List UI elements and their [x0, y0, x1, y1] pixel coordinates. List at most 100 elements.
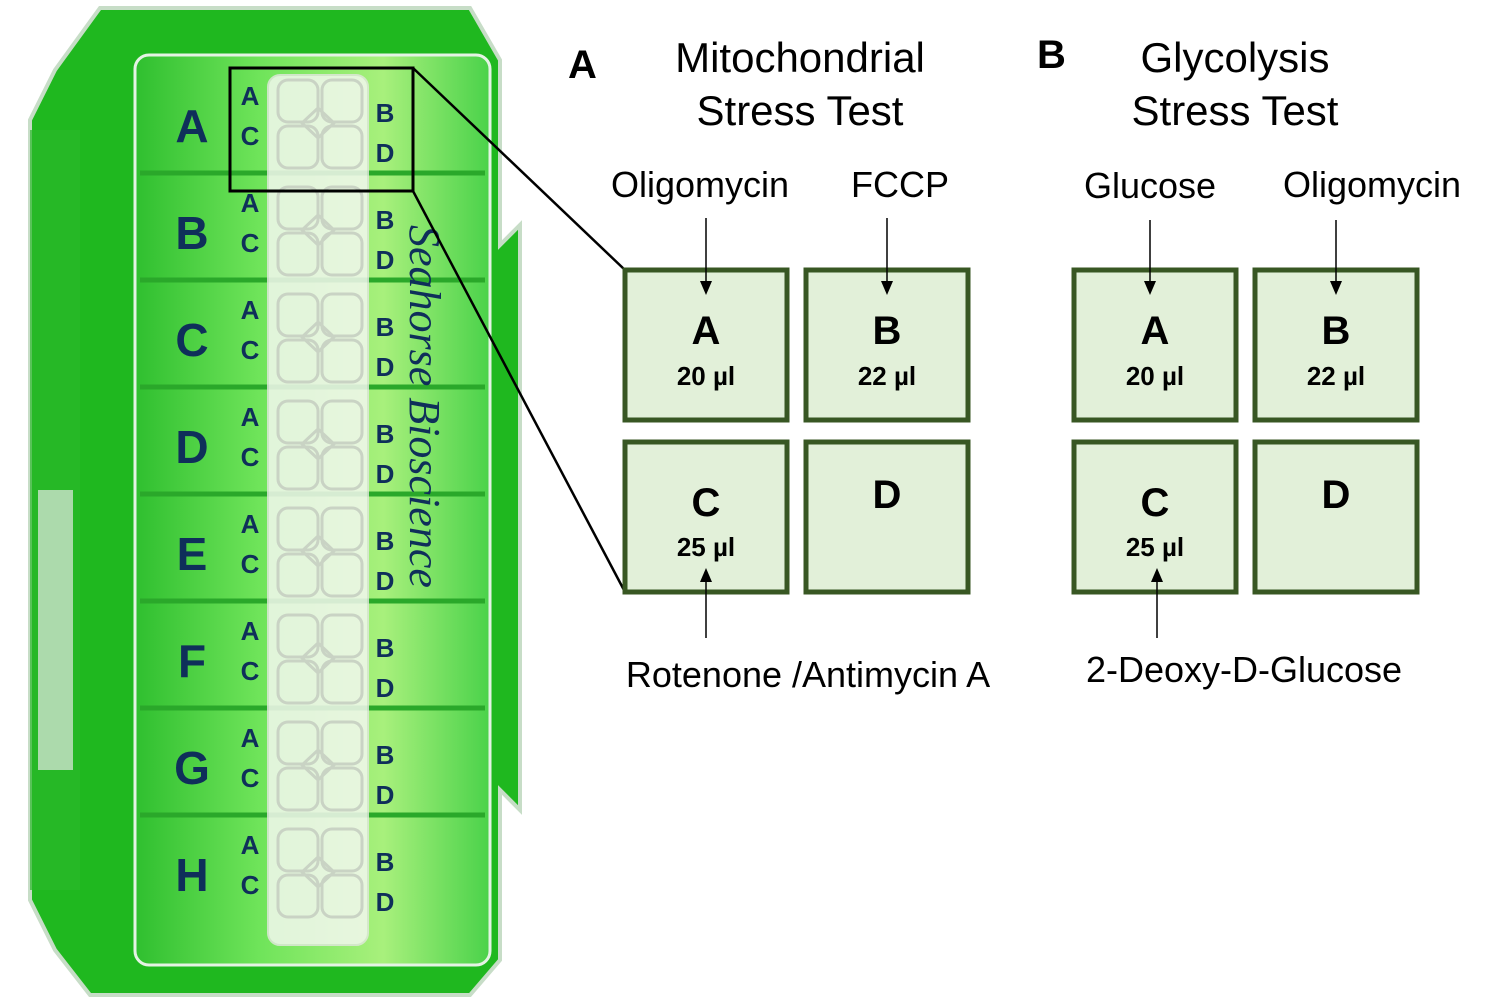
well: [276, 506, 320, 552]
well: [320, 78, 364, 124]
well: [320, 292, 364, 338]
panel-a: A Mitochondrial Stress Test Oligomycin F…: [568, 34, 990, 695]
panel-b-port-c-volume: 25 µl: [1126, 532, 1184, 562]
well: [276, 185, 320, 231]
well: [320, 399, 364, 445]
port-label: D: [376, 887, 395, 917]
well-diamond: [299, 533, 337, 569]
panel-b-compound-c: 2-Deoxy-D-Glucose: [1086, 649, 1402, 690]
port-label: A: [241, 402, 260, 432]
port-label: A: [241, 81, 260, 111]
port-label: B: [376, 740, 395, 770]
panel-b-compound-a: Glucose: [1084, 165, 1216, 206]
row-letter: C: [175, 314, 208, 366]
well: [320, 506, 364, 552]
port-label: D: [376, 566, 395, 596]
panel-b-arrow-a-head: [1144, 281, 1156, 295]
port-label: B: [376, 633, 395, 663]
row-letter: H: [175, 849, 208, 901]
port-label: C: [241, 442, 260, 472]
panel-a-compound-c: Rotenone /Antimycin A: [626, 654, 990, 695]
port-label: C: [241, 870, 260, 900]
panel-a-title-line2: Stress Test: [697, 87, 904, 134]
row-letter: A: [175, 100, 208, 152]
panel-a-arrow-b-head: [881, 281, 893, 295]
zoom-connector-bottom: [411, 190, 627, 593]
well: [320, 231, 364, 277]
port-label: D: [376, 780, 395, 810]
well: [276, 338, 320, 384]
panel-a-port-d-letter: D: [873, 473, 902, 517]
well-diamond: [299, 854, 337, 890]
panel-a-port-a-letter: A: [692, 309, 721, 353]
well: [276, 873, 320, 919]
panel-b: B Glycolysis Stress Test Glucose Oligomy…: [1037, 33, 1461, 690]
panel-b-port-d-letter: D: [1322, 473, 1351, 517]
well: [320, 185, 364, 231]
panel-b-arrow-b-head: [1330, 281, 1342, 295]
port-label: B: [376, 98, 395, 128]
port-label: A: [241, 509, 260, 539]
panel-a-arrow-c-head: [700, 568, 712, 582]
panel-b-title-line1: Glycolysis: [1140, 34, 1329, 81]
port-label: C: [241, 228, 260, 258]
port-label: C: [241, 335, 260, 365]
well: [276, 766, 320, 812]
well: [276, 292, 320, 338]
port-label: D: [376, 352, 395, 382]
zoom-highlight-box: [228, 66, 415, 193]
cartridge-photo: AACBDBACBDCACBDDACBDEACBDFACBDGACBDHACBD…: [28, 6, 522, 997]
well: [276, 231, 320, 277]
well: [320, 659, 364, 705]
well: [276, 78, 320, 124]
well-diamond: [299, 426, 337, 462]
port-label: B: [376, 847, 395, 877]
port-label: B: [376, 312, 395, 342]
panel-b-port-c-box: [1071, 439, 1239, 595]
panel-a-port-d-box: [803, 439, 971, 595]
panel-a-port-c-volume: 25 µl: [677, 532, 735, 562]
port-label: A: [241, 830, 260, 860]
row-letter: D: [175, 421, 208, 473]
port-label: D: [376, 673, 395, 703]
panel-a-title-line1: Mitochondrial: [675, 34, 925, 81]
panel-b-port-b-letter: B: [1322, 309, 1351, 353]
port-label: C: [241, 549, 260, 579]
port-label: D: [376, 459, 395, 489]
panel-b-port-b-volume: 22 µl: [1307, 361, 1365, 391]
panel-a-compound-a: Oligomycin: [611, 164, 789, 205]
port-label: A: [241, 723, 260, 753]
port-label: B: [376, 419, 395, 449]
well: [276, 124, 320, 170]
panel-b-port-a-letter: A: [1141, 309, 1170, 353]
panel-b-title-line2: Stress Test: [1132, 87, 1339, 134]
panel-b-compound-b: Oligomycin: [1283, 164, 1461, 205]
well: [276, 552, 320, 598]
port-label: D: [376, 138, 395, 168]
panel-b-port-a-box: [1071, 267, 1239, 423]
well: [276, 445, 320, 491]
well: [276, 827, 320, 873]
panel-b-port-d-box: [1252, 439, 1420, 595]
panel-a-port-b-letter: B: [873, 309, 902, 353]
well-diamond: [299, 747, 337, 783]
well: [320, 552, 364, 598]
well-grid: [276, 78, 364, 919]
well: [276, 613, 320, 659]
well: [320, 873, 364, 919]
well: [320, 766, 364, 812]
well: [320, 720, 364, 766]
row-letter: B: [175, 207, 208, 259]
panel-b-port-c-letter: C: [1141, 481, 1170, 525]
well: [320, 445, 364, 491]
panel-a-port-b-volume: 22 µl: [858, 361, 916, 391]
well-diamond: [299, 319, 337, 355]
panel-a-arrow-a-head: [700, 281, 712, 295]
well-diamond: [299, 105, 337, 141]
cartridge-side-strip: [38, 490, 73, 770]
well: [276, 399, 320, 445]
port-label: C: [241, 763, 260, 793]
row-letter: E: [177, 528, 208, 580]
port-label: C: [241, 121, 260, 151]
